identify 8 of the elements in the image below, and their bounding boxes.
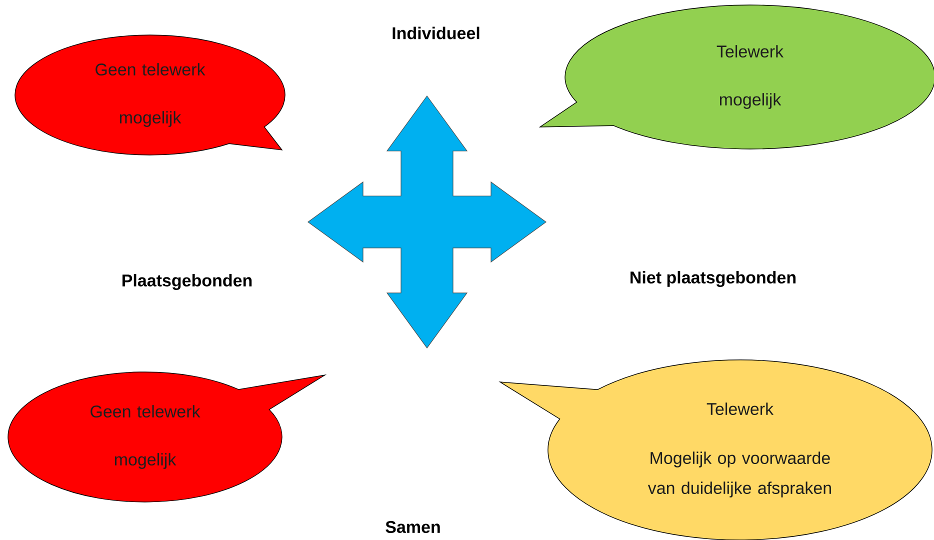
axis-label: Plaatsgebonden: [122, 274, 252, 290]
axis-label: Niet plaatsgebonden: [630, 271, 796, 287]
speech-bubble: Geen telewerk mogelijk: [8, 372, 326, 502]
speech-bubble: Telewerk mogelijk: [540, 4, 934, 150]
axis-label: Individueel: [392, 26, 480, 40]
axis-label: Samen: [386, 520, 440, 533]
speech-bubble: Telewerk Mogelijk op voorwaarde van duidelijke afspraken: [500, 360, 932, 540]
speech-bubble: Geen telewerk mogelijk: [14, 34, 286, 156]
